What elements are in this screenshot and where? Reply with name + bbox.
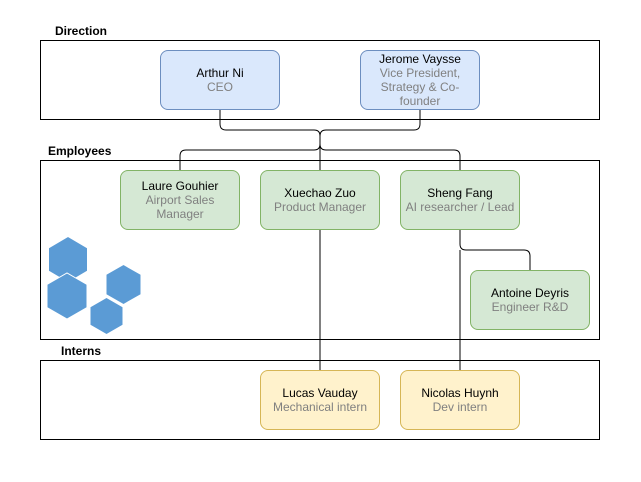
connector-laure <box>179 143 321 170</box>
hexagon-cluster-icon <box>46 235 142 336</box>
node-role: Vice President, Strategy & Co-founder <box>379 66 461 108</box>
node-name: Sheng Fang <box>427 186 493 200</box>
hexagon-top <box>48 235 88 284</box>
hexagon-group <box>46 235 142 336</box>
node-name: Arthur Ni <box>196 66 244 80</box>
node-name: Xuechao Zuo <box>284 186 356 200</box>
node-laure-gouhier[interactable]: Laure Gouhier Airport Sales Manager <box>120 170 240 230</box>
node-lucas-vauday[interactable]: Lucas Vauday Mechanical intern <box>260 370 380 430</box>
node-arthur-ni[interactable]: Arthur Ni CEO <box>160 50 280 110</box>
hexagon-right <box>105 263 142 306</box>
node-xuechao-zuo[interactable]: Xuechao Zuo Product Manager <box>260 170 380 230</box>
connector-sheng <box>319 143 461 170</box>
node-role: Dev intern <box>432 400 488 414</box>
node-name: Laure Gouhier <box>141 179 219 193</box>
node-name: Nicolas Huynh <box>421 386 499 400</box>
node-name: Antoine Deyris <box>490 286 570 300</box>
node-sheng-fang[interactable]: Sheng Fang AI researcher / Lead <box>400 170 520 230</box>
section-label-direction: Direction <box>55 24 108 38</box>
connector-jerome <box>319 110 421 144</box>
node-role: AI researcher / Lead <box>405 200 515 214</box>
node-jerome-vaysse[interactable]: Jerome Vaysse Vice President, Strategy &… <box>360 50 480 110</box>
section-label-employees: Employees <box>48 144 112 158</box>
node-name: Jerome Vaysse <box>379 52 461 66</box>
node-nicolas-huynh[interactable]: Nicolas Huynh Dev intern <box>400 370 520 430</box>
connector-antoine <box>459 230 531 270</box>
connector-arthur <box>219 110 321 144</box>
hexagon-bottom <box>89 296 124 336</box>
node-role: Mechanical intern <box>272 400 368 414</box>
node-role: Airport Sales Manager <box>145 193 215 221</box>
node-role: Product Manager <box>273 200 367 214</box>
node-role: Engineer R&D <box>491 300 569 314</box>
section-label-interns: Interns <box>61 344 102 358</box>
hexagon-left <box>46 272 88 320</box>
node-name: Lucas Vauday <box>282 386 358 400</box>
node-antoine-deyris[interactable]: Antoine Deyris Engineer R&D <box>470 270 590 330</box>
node-role: CEO <box>206 80 233 94</box>
direction-section <box>40 40 600 120</box>
